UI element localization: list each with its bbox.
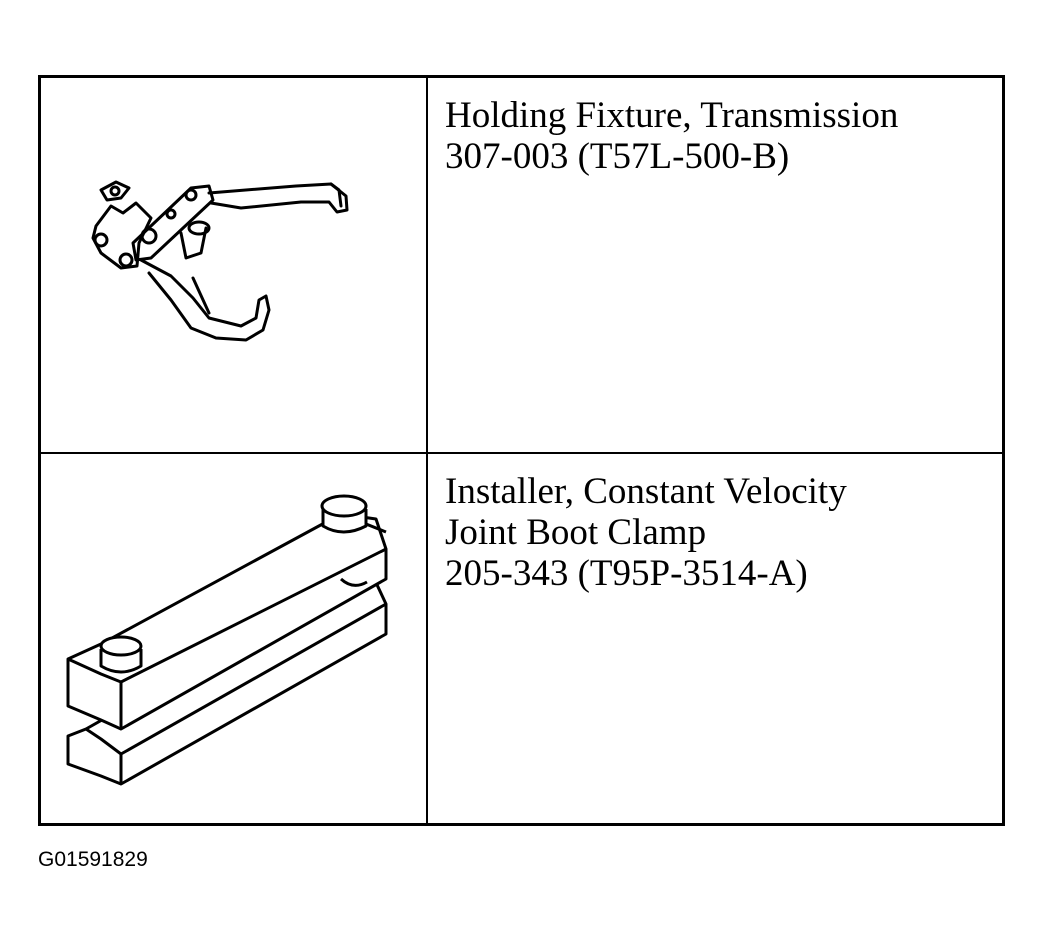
holding-fixture-description: Holding Fixture, Transmission 307-003 (T…: [428, 78, 1002, 454]
holding-fixture-icon: [91, 180, 349, 342]
boot-clamp-installer-icon: [66, 494, 388, 786]
tool-name-line1: Installer, Constant Velocity: [445, 471, 847, 512]
tool-part-number: 307-003 (T57L-500-B): [445, 136, 790, 177]
boot-clamp-installer-cell: [41, 454, 428, 823]
holding-fixture-cell: [41, 78, 428, 454]
tool-name-line2: Joint Boot Clamp: [445, 512, 707, 553]
tool-part-number: 205-343 (T95P-3514-A): [445, 553, 808, 594]
figure-id: G01591829: [38, 848, 148, 871]
boot-clamp-installer-description: Installer, Constant Velocity Joint Boot …: [428, 454, 1002, 823]
tool-table: Holding Fixture, Transmission 307-003 (T…: [38, 75, 1005, 826]
tool-name: Holding Fixture, Transmission: [445, 95, 899, 136]
